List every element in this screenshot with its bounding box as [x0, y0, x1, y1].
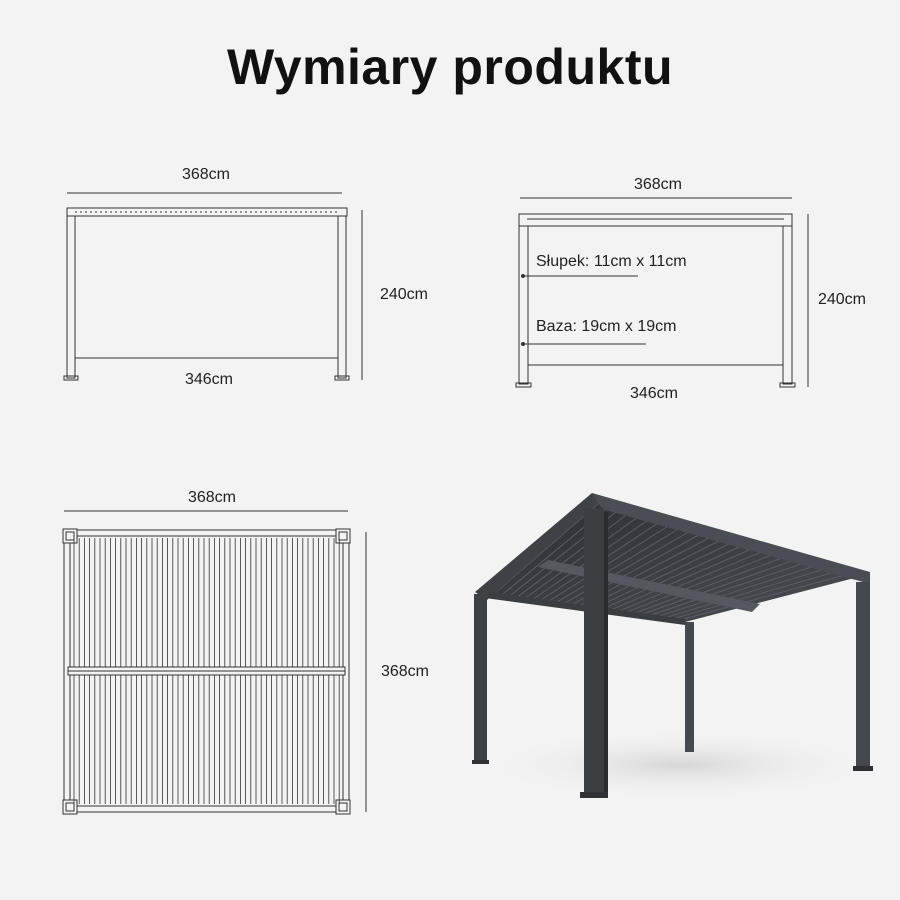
roof-front-beam [592, 493, 870, 584]
roof-slat [661, 565, 835, 620]
roof-slat [654, 562, 824, 619]
top-corner-post-tl-inner [65, 531, 75, 541]
top-depth-label: 368cm [381, 663, 429, 680]
roof-slat [553, 523, 688, 605]
back-right-post [685, 622, 694, 752]
front-height-label: 240cm [380, 286, 428, 303]
side-roof-beam [518, 213, 793, 227]
roof-slat [631, 553, 793, 615]
front-right-post [337, 215, 347, 379]
roof-slat [615, 547, 772, 613]
base-size-label: Baza: 19cm x 19cm [536, 318, 677, 335]
top-corner-post-tr-inner [338, 531, 348, 541]
page-title: Wymiary produktu [226, 39, 674, 95]
base-leader-dot [521, 342, 525, 346]
right-post-base [853, 766, 873, 771]
right-post [856, 582, 870, 770]
roof-slat [515, 508, 635, 599]
front-left-post [66, 215, 76, 379]
side-width-bottom-label: 346cm [630, 385, 678, 402]
front-width-bottom-label: 346cm [185, 371, 233, 388]
top-corner-post-br-inner [338, 802, 348, 812]
roof-slat [584, 535, 730, 609]
front-roof-beam [66, 207, 348, 217]
top-corner-post-tl [62, 528, 78, 544]
roof-slat [623, 550, 782, 614]
side-width-top-label: 368cm [634, 176, 682, 193]
roof-slat [546, 520, 677, 604]
front-view [63, 192, 363, 381]
roof-left-beam [475, 493, 604, 600]
roof-slat [677, 571, 856, 622]
roof-slat [669, 568, 846, 621]
top-corner-post-br [335, 799, 351, 815]
side-view [515, 197, 809, 388]
side-left-post [518, 225, 529, 385]
top-corner-post-bl [62, 799, 78, 815]
top-louvres [73, 538, 340, 804]
front-left-foot [63, 375, 79, 381]
roof-slat [646, 559, 814, 618]
front-corner-post-side [604, 512, 608, 796]
front-right-foot [334, 375, 350, 381]
side-height-label: 240cm [818, 291, 866, 308]
roof-slat [592, 538, 740, 610]
post-size-label: Słupek: 11cm x 11cm [536, 253, 687, 270]
front-post-base [580, 792, 608, 798]
roof-slat [600, 541, 751, 611]
back-left-post [474, 594, 487, 762]
side-left-foot [515, 382, 532, 388]
post-leader-dot [521, 274, 525, 278]
front-corner-post [584, 508, 604, 796]
roof-slat [638, 556, 803, 616]
front-width-top-label: 368cm [182, 166, 230, 183]
left-post-base [472, 760, 489, 764]
top-outer-frame [63, 529, 350, 813]
side-right-foot [779, 382, 796, 388]
top-corner-post-bl-inner [65, 802, 75, 812]
ground-shadow [480, 730, 880, 800]
pergola-3d-render [472, 493, 880, 800]
top-width-label: 368cm [188, 489, 236, 506]
roof-slat [607, 544, 761, 612]
top-corner-post-tr [335, 528, 351, 544]
side-right-post [782, 225, 793, 385]
